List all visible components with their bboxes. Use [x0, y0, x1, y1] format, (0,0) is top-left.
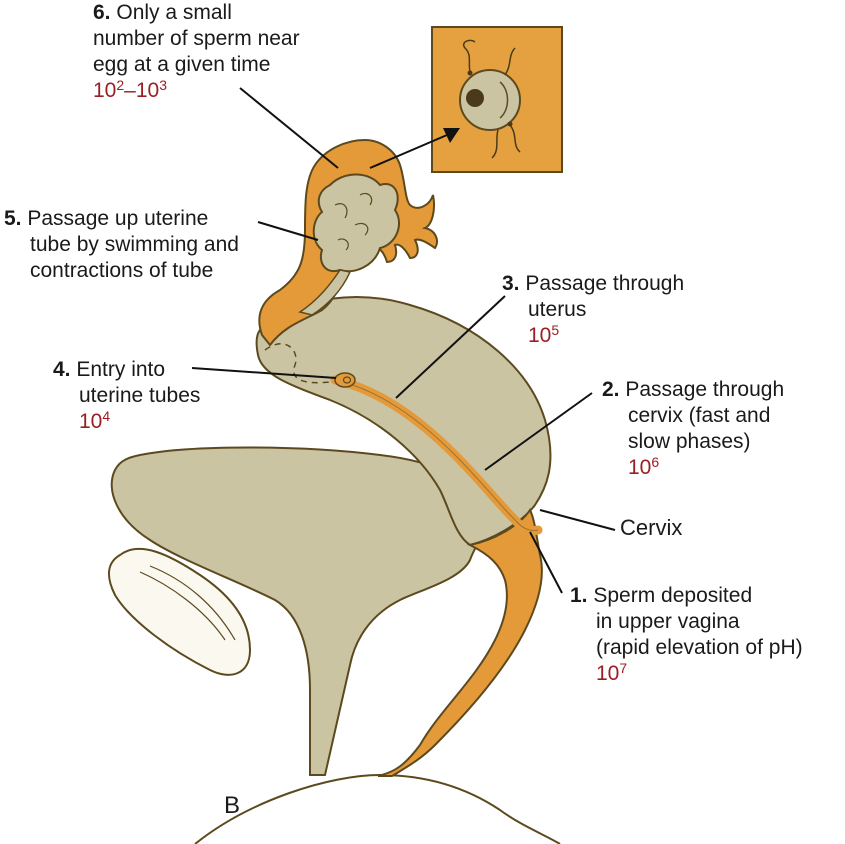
- pubic-bone: [108, 547, 252, 676]
- step-text: cervix (fast and: [628, 404, 771, 427]
- sperm-count: 107: [596, 660, 628, 685]
- leader-lines: [191, 87, 616, 594]
- bladder: [110, 446, 485, 776]
- sperm-count: 102–103: [93, 77, 167, 102]
- ovary: [298, 173, 400, 316]
- step-1-label: 1. Sperm deposited in upper vagina (rapi…: [570, 583, 803, 687]
- step-number: 3.: [502, 272, 520, 295]
- step-text: number of sperm near: [93, 27, 300, 50]
- step-2-label: 2. Passage through cervix (fast and slow…: [602, 377, 784, 481]
- step-text: Passage through: [525, 272, 685, 295]
- sperm-count: 104: [79, 408, 111, 433]
- step-text: uterine tubes: [79, 384, 201, 407]
- step-4-label: 4. Entry into uterine tubes 104: [53, 357, 200, 435]
- step-6-label: 6. Only a small number of sperm near egg…: [93, 0, 300, 104]
- sperm-count: 105: [528, 322, 560, 347]
- step-text: uterus: [528, 298, 587, 321]
- step-text: Sperm deposited: [593, 584, 753, 607]
- step-number: 6.: [93, 1, 111, 24]
- step-text: tube by swimming and: [30, 233, 239, 256]
- step-text: in upper vagina: [596, 610, 740, 633]
- step-text: Passage up uterine: [27, 207, 209, 230]
- step-text: egg at a given time: [93, 53, 271, 76]
- arrow-head: [443, 128, 460, 143]
- step-number: 4.: [53, 358, 71, 381]
- step-number: 5.: [4, 207, 22, 230]
- body-contour: [194, 773, 561, 844]
- step-text: Only a small: [116, 1, 232, 24]
- step-text: (rapid elevation of pH): [596, 636, 803, 659]
- step-text: Entry into: [76, 358, 166, 381]
- step-number: 1.: [570, 584, 588, 607]
- step-text: slow phases): [628, 430, 751, 453]
- egg-inset: [431, 26, 563, 173]
- cervix-label: Cervix: [620, 515, 683, 540]
- sperm-count: 106: [628, 454, 660, 479]
- step-5-label: 5. Passage up uterine tube by swimming a…: [4, 206, 239, 284]
- vagina-cervix-canal: [330, 372, 543, 777]
- panel-letter: B: [224, 792, 241, 819]
- step-number: 2.: [602, 378, 620, 401]
- step-text: contractions of tube: [30, 259, 214, 282]
- step-3-label: 3. Passage through uterus 105: [502, 271, 684, 349]
- step-text: Passage through: [625, 378, 785, 401]
